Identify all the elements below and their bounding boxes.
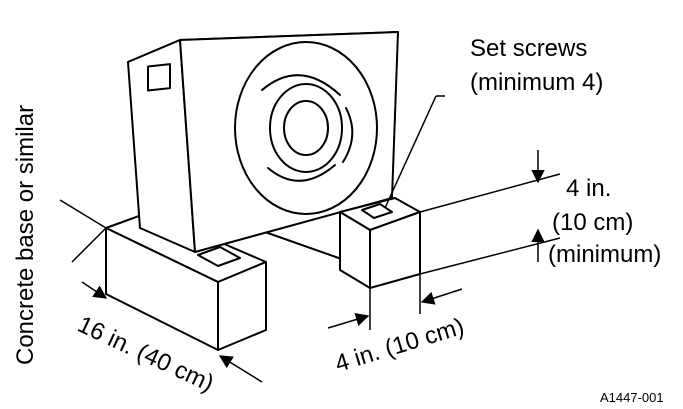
left-mount-foot xyxy=(197,246,241,267)
minimum-4-label: (minimum 4) xyxy=(470,69,603,96)
length-dimension xyxy=(59,199,263,383)
height-dimension xyxy=(419,150,561,275)
width-dimension-label: 4 in. (10 cm) xyxy=(332,313,467,378)
set-screws-label: Set screws xyxy=(470,35,587,62)
set-screws-leader xyxy=(384,95,437,209)
figure-code: A1447-001 xyxy=(600,390,664,405)
height-in-label: 4 in. xyxy=(566,175,611,202)
ground-line xyxy=(264,231,351,263)
outdoor-unit xyxy=(127,31,399,253)
fan-grille-middle xyxy=(269,83,343,173)
side-handle-icon xyxy=(147,63,171,92)
fan-hub xyxy=(283,100,329,156)
width-dimension xyxy=(327,274,463,330)
right-concrete-base xyxy=(339,197,421,289)
base-label: Concrete base or similar xyxy=(12,105,39,365)
height-minimum-label: (minimum) xyxy=(548,241,661,268)
fan-grille-outer xyxy=(234,41,378,215)
height-cm-label: (10 cm) xyxy=(552,209,633,236)
